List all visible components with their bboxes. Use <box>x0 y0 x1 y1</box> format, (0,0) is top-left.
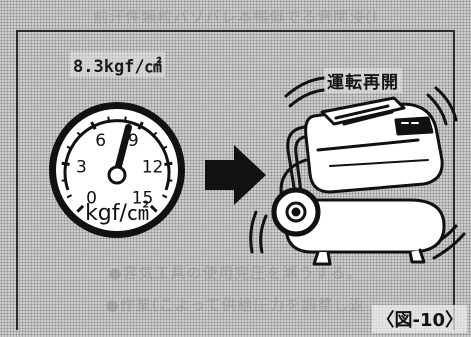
compressor-foot-right <box>408 248 426 264</box>
compressor-switch-panel <box>394 116 434 136</box>
figure-number-label: 〈図-10〉 <box>372 305 467 333</box>
gauge-minor-tick <box>66 194 73 199</box>
arrow-shape <box>205 145 266 205</box>
vibration-mark-top-left-inner <box>288 88 326 108</box>
compressor-wheel-axle <box>291 207 301 217</box>
gauge-scale-label-6: 6 <box>95 131 106 151</box>
gauge-needle <box>113 123 132 176</box>
gauge-scale-label-0: 0 <box>86 188 97 208</box>
vibration-mark-bottom-right-outer <box>432 232 466 260</box>
vibration-mark-top-left <box>284 76 326 98</box>
gauge-scale-label-3: 3 <box>76 157 87 177</box>
air-compressor-icon <box>249 76 466 266</box>
compressor-housing-seam <box>316 138 420 152</box>
background-text-mid: ●容気工具の使用完圧を瀬うする。 <box>108 264 363 282</box>
gauge-tick-3 <box>61 161 70 166</box>
gauge-scale-arc <box>63 119 171 191</box>
vibration-mark-bottom-left-outer <box>249 210 258 254</box>
gauge-tick-6 <box>90 121 97 130</box>
gauge-minor-tick <box>66 145 73 150</box>
gauge-minor-tick <box>161 194 168 199</box>
operation-resume-label: 運転再開 <box>324 68 402 93</box>
background-text-bottom: ●作業(こよって供給圧力を調整し返 <box>105 296 366 314</box>
gauge-needle-hub <box>107 165 127 185</box>
vibration-mark-top-right <box>426 93 448 126</box>
compressor-housing-seam-2 <box>329 159 429 167</box>
compressor-foot-left <box>312 250 332 266</box>
gauge-unit-label: kgf/㎠ <box>85 200 149 226</box>
gauge-minor-tick <box>167 178 173 182</box>
pressure-gauge-icon: 0 36 912 15 kgf/㎠ <box>49 102 185 238</box>
gauge-minor-tick <box>76 131 82 137</box>
gauge-tick-12 <box>164 161 173 166</box>
vibration-mark-top-right-outer <box>434 86 458 122</box>
gauge-tick-15 <box>149 204 158 213</box>
gauge-scale-label-15: 15 <box>132 188 154 208</box>
right-arrow-icon <box>205 145 266 205</box>
background-text-top: 前汗件類粒バゾバレ本暢似でる音関浸(Ⅰ <box>93 8 378 26</box>
compressor-cover-ridge <box>334 104 390 120</box>
gauge-scale-labels: 0 36 912 15 <box>76 131 163 209</box>
pressure-reading-label: 8.3kgf/㎠ <box>70 52 165 77</box>
gauge-ticks <box>61 116 173 213</box>
compressor-handle-inner <box>294 132 320 202</box>
gauge-scale-label-9: 9 <box>128 131 139 151</box>
vibration-mark-bottom-left <box>259 214 268 254</box>
figure-panel <box>16 30 455 330</box>
gauge-minor-tick <box>161 145 168 150</box>
gauge-minor-tick <box>123 116 127 122</box>
compressor-cover-ridge-2 <box>342 110 394 126</box>
gauge-tick-0 <box>76 204 85 213</box>
gauge-minor-tick <box>152 131 158 137</box>
compressor-handle <box>286 122 320 202</box>
gauge-tick-9 <box>137 121 144 130</box>
gauge-minor-tick <box>107 116 111 122</box>
gauge-scale-label-12: 12 <box>142 157 164 177</box>
gauge-minor-tick <box>61 178 67 182</box>
